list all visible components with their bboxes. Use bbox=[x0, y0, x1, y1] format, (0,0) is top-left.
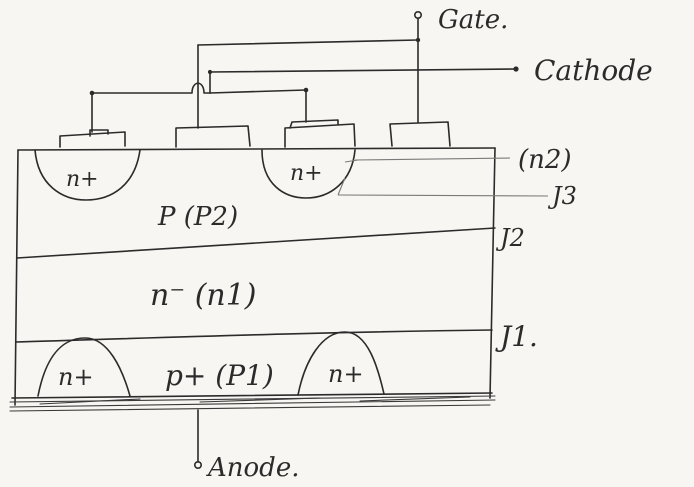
pad-gate-2 bbox=[389, 121, 451, 147]
region-label-n-plus-left: n+ bbox=[66, 167, 99, 192]
anode-terminal-node bbox=[194, 460, 203, 469]
junction-label-j2: J2 bbox=[495, 224, 525, 252]
right-edge bbox=[489, 147, 496, 399]
bottom-left-n-plus-island bbox=[37, 337, 131, 397]
bottom-n-plus-islands bbox=[37, 331, 385, 397]
junction-label-j3: J3 bbox=[547, 182, 577, 210]
cathode-bus-left-with-crossover bbox=[91, 82, 211, 94]
gate-wiring bbox=[197, 11, 422, 129]
left-n-plus-well bbox=[34, 149, 141, 201]
anode-metal-scribble bbox=[39, 396, 471, 405]
device-body bbox=[9, 147, 496, 412]
junction-j1-line bbox=[15, 329, 493, 343]
j3-arrow-stem bbox=[337, 177, 346, 196]
junction-label-j1: J1. bbox=[495, 320, 538, 353]
anode-metal-line-2 bbox=[9, 399, 496, 408]
region-label-n1: n⁻ (n1) bbox=[150, 278, 257, 313]
cathode-dot-riser bbox=[207, 69, 213, 75]
gate-terminal-node bbox=[413, 11, 422, 20]
cathode-dot-left bbox=[89, 90, 95, 96]
pad-cathode-1 bbox=[59, 131, 126, 148]
cathode-lead bbox=[209, 68, 516, 73]
anode-metal-line-3 bbox=[9, 404, 491, 412]
contact-pads bbox=[59, 119, 451, 148]
pad-gate-1 bbox=[175, 125, 251, 148]
region-label-n2: (n2) bbox=[518, 145, 572, 175]
cathode-wiring bbox=[89, 66, 519, 133]
left-edge bbox=[14, 149, 19, 406]
pad-cathode-2 bbox=[284, 123, 356, 148]
n2-pointer-tick bbox=[344, 159, 359, 163]
cathode-terminal-node bbox=[513, 66, 519, 72]
top-surface-line bbox=[17, 147, 496, 151]
region-label-n-plus-bottom-left: n+ bbox=[58, 363, 94, 391]
region-label-p1: p+ (P1) bbox=[165, 359, 274, 392]
bottom-edge bbox=[11, 392, 493, 399]
right-n-plus-well bbox=[261, 149, 356, 199]
pad-cathode-1-tab bbox=[89, 129, 109, 137]
cathode-bus-right bbox=[209, 89, 307, 94]
junction-j2-line bbox=[16, 227, 496, 259]
pad-cathode-2-tab bbox=[289, 119, 339, 129]
cathode-label: Cathode bbox=[534, 54, 653, 87]
anode-wiring bbox=[194, 409, 203, 469]
gate-label: Gate. bbox=[438, 5, 508, 35]
n2-pointer-line bbox=[354, 157, 511, 161]
region-label-n-plus-right: n+ bbox=[290, 161, 323, 186]
region-label-p2: P (P2) bbox=[157, 202, 238, 232]
anode-label: Anode. bbox=[206, 453, 299, 483]
top-n-plus-wells bbox=[34, 149, 356, 201]
j3-pointer-line bbox=[337, 194, 549, 197]
gate-bus-top bbox=[197, 39, 419, 46]
bottom-right-n-plus-island bbox=[297, 331, 385, 396]
gate-junction-dot bbox=[415, 37, 421, 43]
region-label-n-plus-bottom-right: n+ bbox=[328, 360, 364, 388]
pointer-lines bbox=[337, 157, 549, 197]
cathode-dot-right bbox=[303, 87, 309, 93]
